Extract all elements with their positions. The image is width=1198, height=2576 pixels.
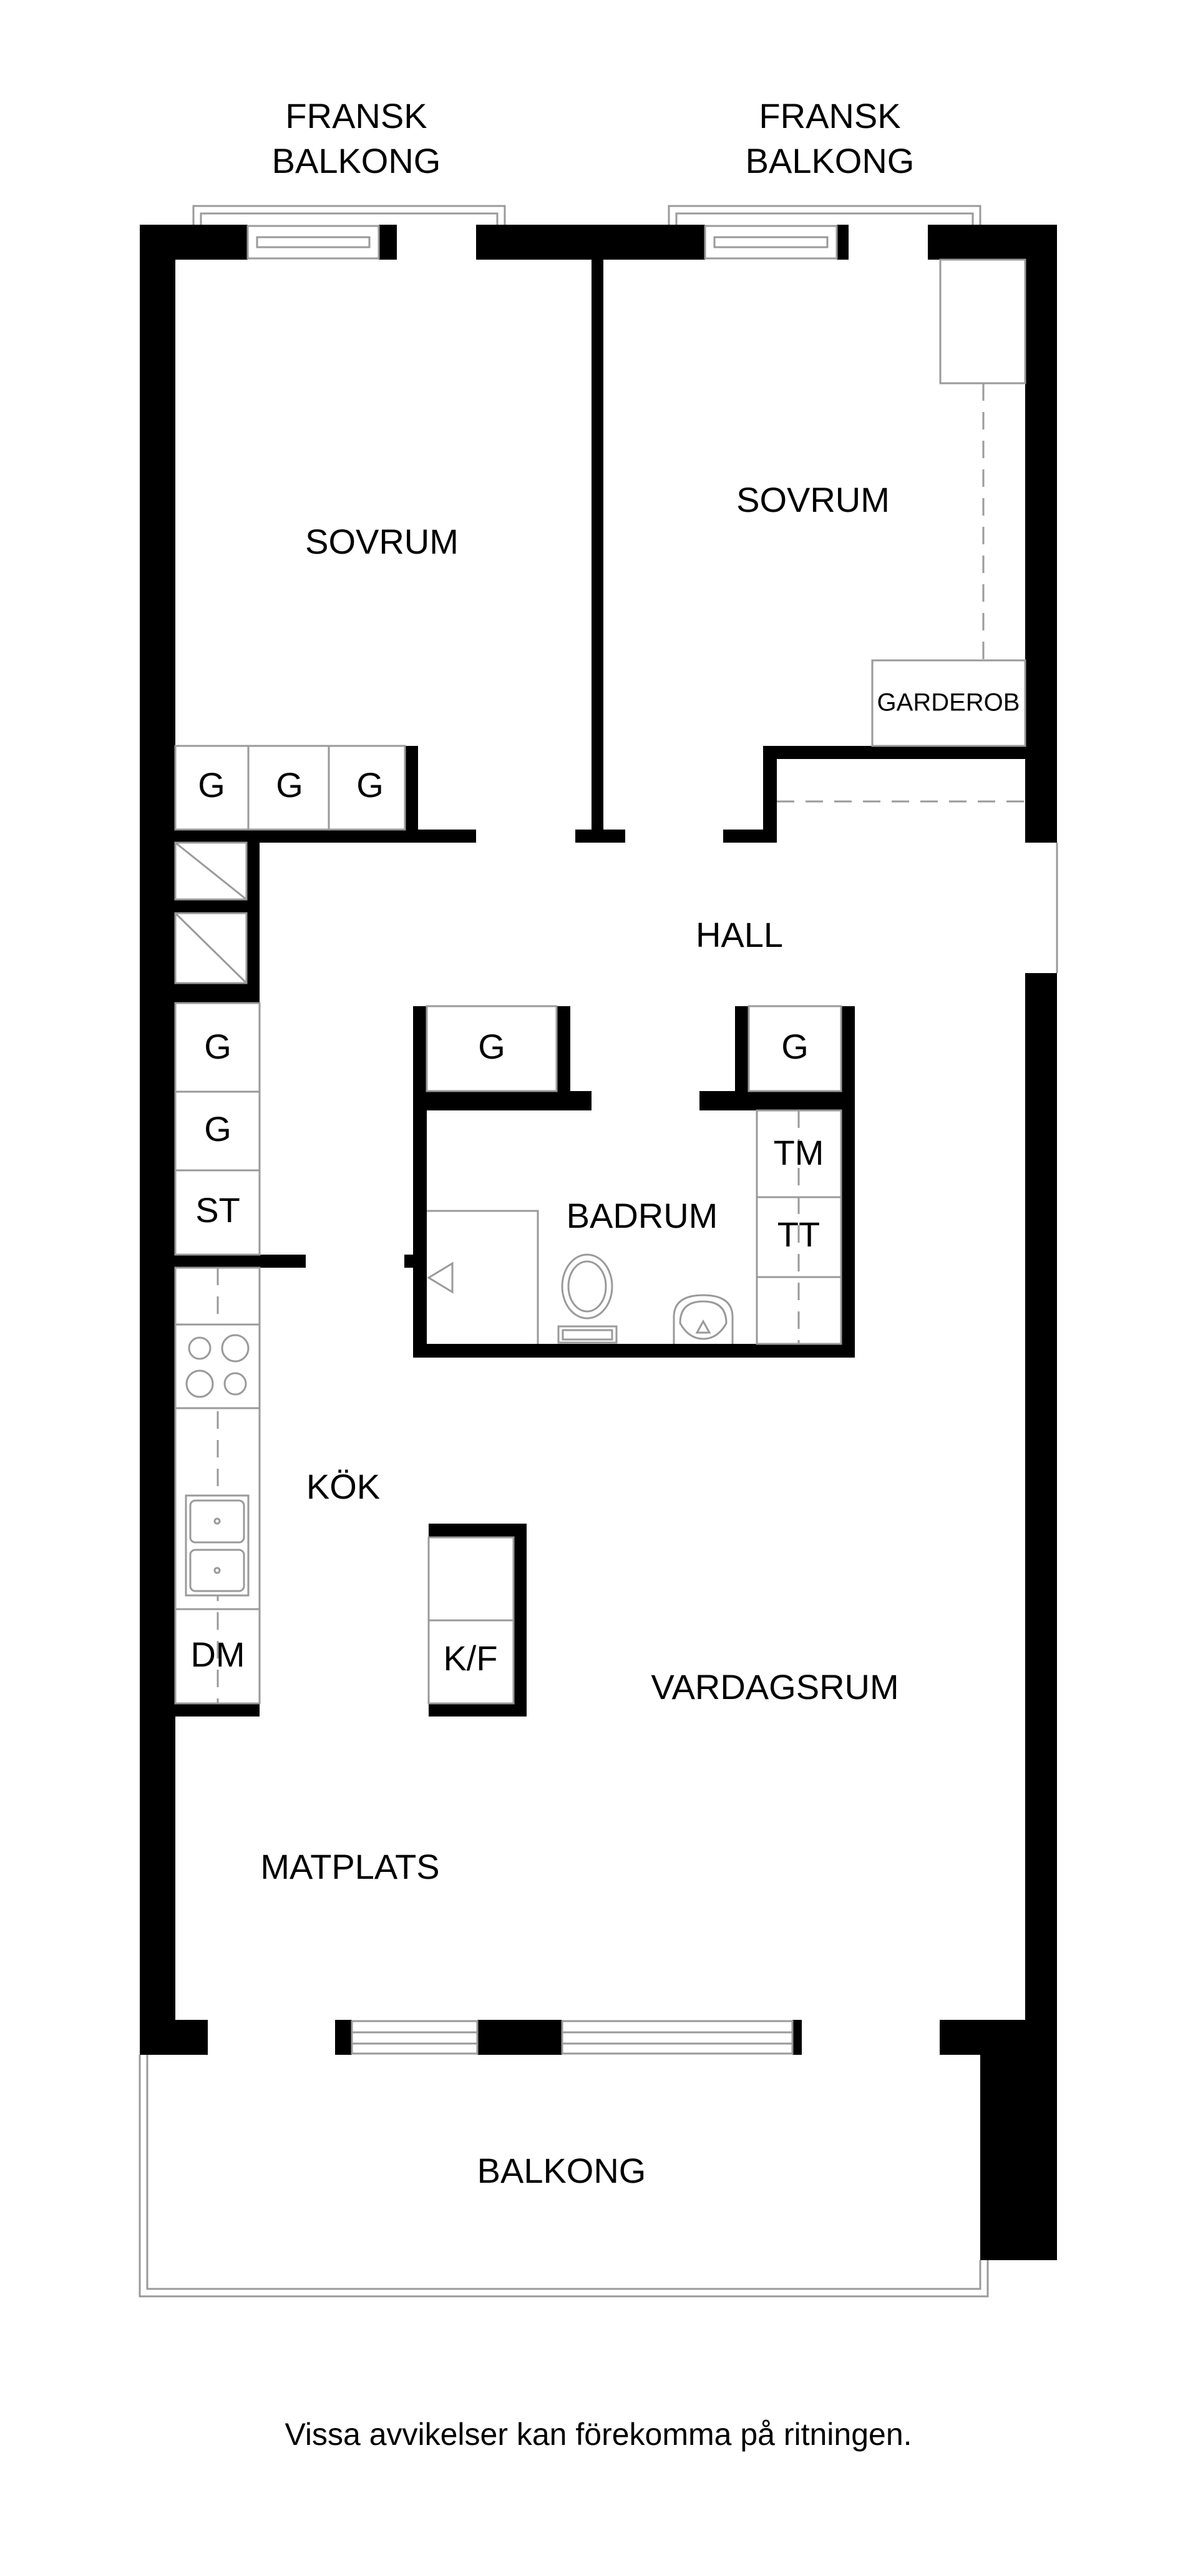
window-top-right — [704, 225, 838, 260]
wardrobe-shelf — [939, 258, 1026, 384]
dining-label: MATPLATS — [260, 1847, 439, 1886]
exterior-walls — [140, 225, 1057, 2260]
dishwasher-label: DM — [190, 1635, 245, 1674]
french-balcony-right-label-line2: BALKONG — [746, 141, 915, 180]
kitchen-label: KÖK — [306, 1467, 380, 1506]
disclaimer-footer: Vissa avvikelser kan förekomma på ritnin… — [285, 2417, 912, 2452]
hall-closets — [174, 1002, 261, 1256]
french-balcony-left-label-line2: BALKONG — [272, 141, 441, 180]
closet-label: G — [478, 1027, 505, 1066]
hall-shafts — [174, 841, 248, 984]
closet-label: G — [198, 765, 225, 805]
stove-icon — [174, 1323, 261, 1409]
window-bottom-left — [351, 2020, 479, 2055]
balcony-outline — [139, 2055, 989, 2298]
washer-label: TM — [774, 1133, 824, 1172]
closet-label: G — [204, 1027, 231, 1066]
interior-walls — [140, 260, 1025, 1717]
kitchen-sink-icon — [185, 1494, 250, 1597]
sink-icon — [673, 1294, 734, 1344]
dryer-label: TT — [777, 1215, 820, 1254]
window-top-left — [246, 225, 380, 260]
french-balcony-left-label-line1: FRANSK — [285, 96, 427, 135]
fridge-freezer-label: K/F — [443, 1638, 497, 1678]
window-bottom-right — [561, 2020, 794, 2055]
living-room-label: VARDAGSRUM — [651, 1667, 898, 1707]
bath-closet-right — [748, 1005, 842, 1092]
hall-label: HALL — [696, 915, 783, 954]
fridge-freezer — [427, 1536, 515, 1705]
laundry-units — [756, 1109, 842, 1345]
bedroom-left-label: SOVRUM — [305, 522, 459, 561]
closet-label: G — [276, 765, 303, 805]
shower-icon — [427, 1210, 539, 1344]
storage-label: ST — [195, 1190, 240, 1230]
bathroom-label: BADRUM — [567, 1196, 718, 1235]
closet-label: G — [204, 1109, 231, 1148]
wardrobe-label: GARDEROB — [877, 689, 1020, 717]
wardrobe-box — [871, 659, 1026, 747]
bedroom-right-label: SOVRUM — [736, 480, 890, 519]
french-balcony-right-label-line1: FRANSK — [759, 96, 900, 135]
french-balcony-railing-right — [668, 205, 981, 225]
french-balcony-railing-left — [192, 205, 506, 225]
bath-closet-left — [426, 1005, 558, 1092]
closet-label: G — [356, 765, 384, 805]
bedroom-closets — [174, 745, 406, 831]
closet-label: G — [781, 1027, 809, 1066]
toilet-icon — [557, 1253, 618, 1344]
balcony-label: BALKONG — [477, 2151, 646, 2190]
